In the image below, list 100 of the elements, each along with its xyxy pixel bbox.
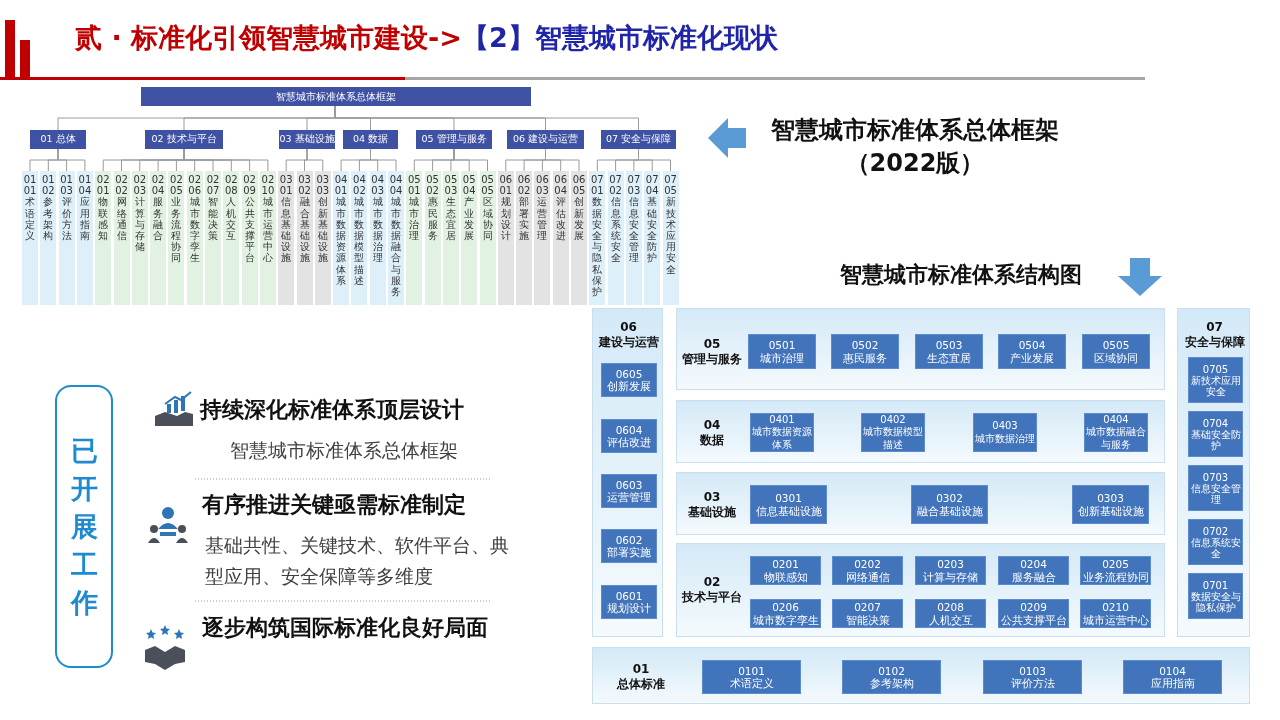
- standard-strip: 0604 评估改进: [552, 171, 569, 305]
- standard-strip: 0501 城市治理: [406, 171, 423, 305]
- layer-panel: [1177, 308, 1250, 637]
- standard-box: 0302 融合基础设施: [911, 485, 988, 524]
- task-note: 智慧城市标准体系总体框架: [230, 438, 459, 463]
- standard-strip: 0502 惠民服务: [424, 171, 441, 305]
- framework-heading: 智慧城市标准体系总体框架: [770, 115, 1060, 146]
- standard-box: 0210 城市运营中心: [1080, 599, 1151, 628]
- standard-box: 0102 参考架构: [842, 660, 941, 694]
- task-heading: 逐步构筑国际标准化良好局面: [202, 614, 489, 642]
- standard-box: 0203 计算与存储: [915, 556, 986, 585]
- standard-strip: 0209 公共支撑平台: [241, 171, 258, 305]
- standard-box: 0504 产业发展: [998, 334, 1066, 369]
- standard-strip: 0205 业务流程协同: [168, 171, 185, 305]
- connector-line: [334, 105, 639, 131]
- connector-line: [306, 148, 324, 172]
- standard-box: 0303 创新基础设施: [1072, 485, 1149, 524]
- standard-strip: 0404 城市数据融合与服务: [388, 171, 404, 305]
- standard-strip: 0701 数据安全与隐私保护: [589, 171, 606, 305]
- standard-strip: 0603 运营管理: [534, 171, 551, 305]
- layer-panel: [676, 308, 1165, 390]
- standard-strip: 0601 规划设计: [497, 171, 514, 305]
- standard-box: 0201 物联感知: [750, 556, 821, 585]
- standard-strip: 0207 智能决策: [205, 171, 221, 305]
- standard-box: 0603 运营管理: [601, 474, 657, 508]
- standard-strip: 0702 信息系统安全: [607, 171, 624, 305]
- standard-strip: 0401 城市数据资源体系: [333, 171, 350, 305]
- standard-box: 0103 评价方法: [983, 660, 1082, 694]
- standard-strip: 0206 城市数字孪生: [186, 171, 203, 305]
- standard-box: 0601 规划设计: [601, 585, 657, 619]
- standard-box: 0602 部署实施: [601, 529, 657, 563]
- connector-line: [453, 148, 488, 172]
- layer-heading: 04 数据: [699, 417, 725, 449]
- layer-heading: 02 技术与平台: [681, 574, 743, 606]
- standard-box: 0101 术语定义: [702, 660, 801, 694]
- layer-panel: [676, 543, 1165, 637]
- standard-strip: 0605 创新发展: [571, 171, 587, 305]
- standard-box: 0605 创新发展: [601, 363, 657, 397]
- standard-box: 0701 数据安全与隐私保护: [1188, 573, 1243, 619]
- standard-box: 0205 业务流程协同: [1080, 556, 1151, 585]
- standard-box: 0604 评估改进: [601, 419, 657, 453]
- layer-heading: 07 安全与保障: [1183, 319, 1246, 351]
- category-box: 03 基础设施: [279, 130, 335, 149]
- standard-strip: 0302 融合基础设施: [296, 171, 313, 305]
- standard-box: 0402 城市数据模型描述: [861, 413, 925, 452]
- layer-panel: [592, 647, 1250, 704]
- standard-strip: 0203 计算与存储: [131, 171, 148, 305]
- layer-heading: 06 建设与运营: [597, 319, 660, 351]
- standard-box: 0104 应用指南: [1123, 660, 1222, 694]
- standard-box: 0206 城市数字孪生: [750, 599, 821, 628]
- standard-strip: 0204 服务融合: [150, 171, 167, 305]
- category-box: 04 数据: [343, 130, 398, 149]
- standard-box: 0401 城市数据资源体系: [750, 413, 814, 452]
- standard-strip: 0301 信息基础设施: [278, 171, 295, 305]
- standard-strip: 0103 评价方法: [58, 171, 75, 305]
- standard-strip: 0505 区域协同: [479, 171, 496, 305]
- standard-box: 0705 新技术应用安全: [1188, 357, 1243, 403]
- standard-strip: 0102 参考架构: [40, 171, 57, 305]
- standard-strip: 0303 创新基础设施: [314, 171, 331, 305]
- standard-strip: 0504 产业发展: [461, 171, 478, 305]
- standard-strip: 0703 信息安全管理: [625, 171, 642, 305]
- standard-strip: 0201 物联感知: [95, 171, 112, 305]
- version-note: （2022版）: [844, 148, 986, 179]
- standard-box: 0404 城市数据融合与服务: [1084, 413, 1148, 452]
- standard-box: 0501 城市治理: [748, 334, 816, 369]
- standard-strip: 0602 部署实施: [516, 171, 533, 305]
- standard-box: 0403 城市数据治理: [973, 413, 1037, 452]
- standard-strip: 0202 网络通信: [113, 171, 130, 305]
- standard-box: 0502 惠民服务: [831, 334, 899, 369]
- rounded-box: 已开展工作: [55, 385, 113, 668]
- standard-strip: 0403 城市数据治理: [369, 171, 386, 305]
- category-box: 06 建设与运营: [507, 130, 584, 149]
- root-box: 智慧城市标准体系总体框架: [141, 87, 531, 106]
- layer-panel: [676, 472, 1165, 535]
- standard-strip: 0402 城市数据模型描述: [351, 171, 368, 305]
- standard-box: 0702 信息系统安全: [1188, 519, 1243, 565]
- standard-strip: 0503 生态宜居: [442, 171, 459, 305]
- structure-heading: 智慧城市标准体系结构图: [839, 261, 1083, 289]
- standard-box: 0703 信息安全管理: [1188, 465, 1243, 511]
- category-box: 01 总体: [30, 130, 86, 149]
- connector-line: [638, 148, 671, 172]
- layer-heading: 05 管理与服务: [681, 336, 743, 368]
- standard-strip: 0101 术语定义: [22, 171, 38, 305]
- category-box: 05 管理与服务: [416, 130, 492, 149]
- task-heading: 持续深化标准体系顶层设计: [200, 396, 465, 424]
- standard-strip: 0208 人机交互: [223, 171, 240, 305]
- standard-box: 0202 网络通信: [832, 556, 903, 585]
- task-note: 基础共性、关键技术、软件平台、典型应用、安全保障等多维度: [205, 533, 510, 589]
- standard-box: 0204 服务融合: [998, 556, 1069, 585]
- category-box: 02 技术与平台: [145, 130, 223, 149]
- slide-title: 贰 · 标准化引领智慧城市建设->【2】智慧城市标准化现状: [75, 21, 779, 55]
- category-box: 07 安全与保障: [601, 130, 676, 149]
- standard-strip: 0704 基础安全防护: [644, 171, 661, 305]
- layer-heading: 01 总体标准: [615, 661, 666, 693]
- standard-strip: 0705 新技术应用安全: [662, 171, 679, 305]
- standard-box: 0505 区域协同: [1082, 334, 1150, 369]
- standard-strip: 0210 城市运营中心: [259, 171, 276, 305]
- connector-line: [57, 148, 86, 172]
- task-heading: 有序推进关键亟需标准制定: [202, 491, 467, 519]
- layer-panel: [592, 308, 663, 637]
